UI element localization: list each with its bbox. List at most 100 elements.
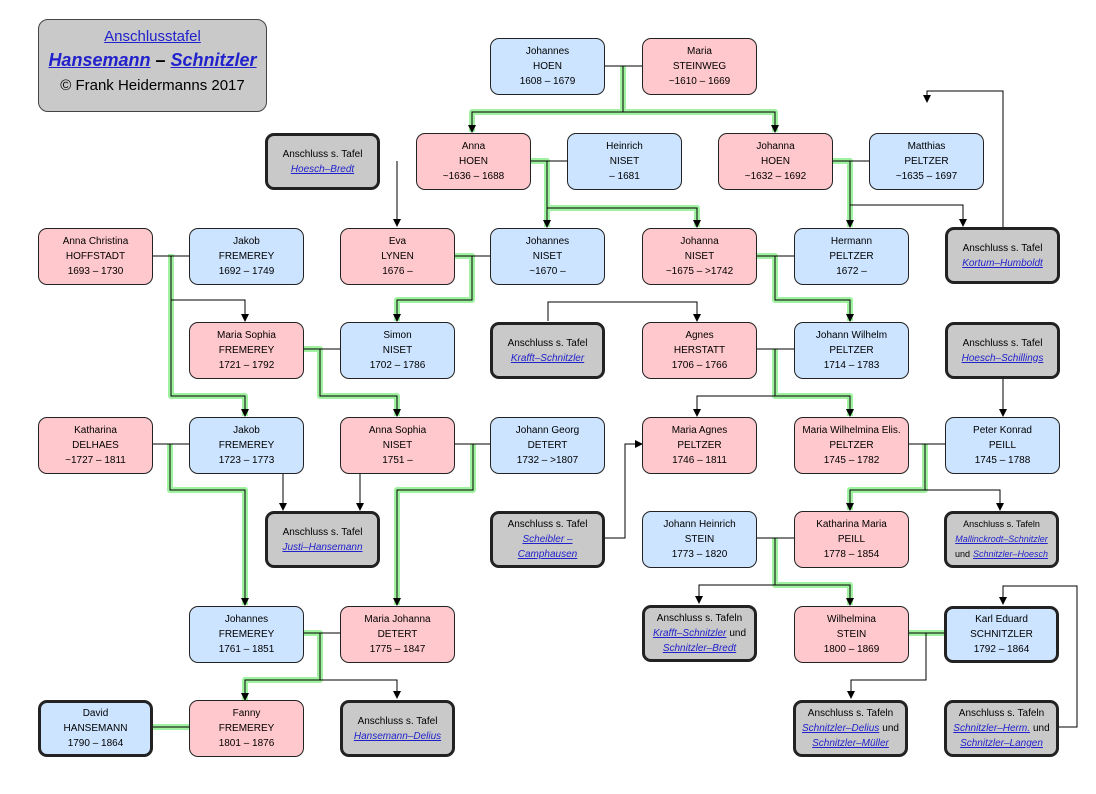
life-dates: 1800 – 1869 [823,644,880,655]
reference-und: und [729,628,747,639]
reference-link[interactable]: Schnitzler–Delius [802,723,880,734]
reference-link[interactable]: Hoesch–Schillings [961,352,1044,364]
life-dates: 1672 – [836,266,867,277]
reference-line: Mallinckrodt–Schnitzler [955,532,1048,547]
reference-link[interactable]: Krafft–Schnitzler [652,628,727,639]
reference-link[interactable]: Kortum–Humboldt [962,257,1043,269]
life-dates: 1746 – 1811 [672,455,727,466]
surname: PELTZER [677,440,722,451]
life-dates: 1706 – 1766 [671,360,728,371]
given-name: Maria Sophia [217,330,276,341]
surname: HERSTATT [673,345,726,356]
life-dates: ~1635 – 1697 [895,171,958,182]
reference-und: und [954,549,970,559]
title-subtitle-link[interactable]: Anschlusstafel [104,28,201,45]
reference-link-2[interactable]: Camphausen [517,549,578,560]
surname: FREMEREY [218,345,275,356]
reference-link-2[interactable]: Schnitzler–Bredt [662,643,737,654]
reference-und: und [1033,723,1050,734]
surname: FREMEREY [218,723,275,734]
reference-link[interactable]: Schnitzler–Herm. [953,723,1030,734]
reference-link[interactable]: Krafft–Schnitzler [510,352,585,364]
life-dates: ~1610 – 1669 [668,76,731,87]
life-dates: 1745 – 1788 [974,455,1031,466]
surname: NISET [382,345,413,356]
surname: SCHNITZLER [970,629,1033,640]
surname: PEILL [988,440,1017,451]
reference-line: Schnitzler–Herm.und [953,721,1049,736]
surname: LYNEN [381,251,414,262]
reference-line: Scheibler – [522,532,572,547]
given-name: Johann Heinrich [663,519,736,530]
reference-link-2[interactable]: Schnitzler–Müller [812,738,889,749]
given-name: Maria Agnes [671,425,728,436]
life-dates: 1702 – 1786 [369,360,426,371]
reference-link[interactable]: Scheibler – [522,534,573,545]
reference-link[interactable]: Hansemann–Delius [353,730,442,742]
reference-line: Justi–Hansemann [282,540,362,555]
given-name: Simon [383,330,412,341]
reference-link[interactable]: Hoesch–Bredt [290,163,355,175]
surname: PELTZER [904,156,949,167]
reference-line-2: Schnitzler–Müller [812,736,889,751]
given-name: Hermann [830,236,873,247]
given-name: Jakob [233,425,260,436]
given-name: Agnes [685,330,714,341]
reference-link-2[interactable]: Schnitzler–Hoesch [972,549,1049,559]
reference-link-2[interactable]: Schnitzler–Langen [960,738,1043,749]
title-separator: – [155,50,166,70]
reference-line-2: Schnitzler–Bredt [663,641,736,656]
title-link-hansemann[interactable]: Hansemann [48,50,151,70]
life-dates: 1692 – 1749 [218,266,275,277]
surname: PELTZER [829,251,874,262]
reference-heading: Anschluss s. Tafel [282,526,363,538]
title-link-schnitzler[interactable]: Schnitzler [170,50,257,70]
life-dates: ~1670 – [529,266,566,277]
reference-line: Hoesch–Bredt [291,162,354,177]
reference-link[interactable]: Justi–Hansemann [282,541,363,553]
surname: HOEN [459,156,488,167]
surname: PELTZER [829,440,874,451]
given-name: Peter Konrad [973,425,1032,436]
life-dates: 1693 – 1730 [67,266,124,277]
life-dates: ~1727 – 1811 [65,455,126,466]
reference-link[interactable]: Mallinckrodt–Schnitzler [955,534,1048,544]
